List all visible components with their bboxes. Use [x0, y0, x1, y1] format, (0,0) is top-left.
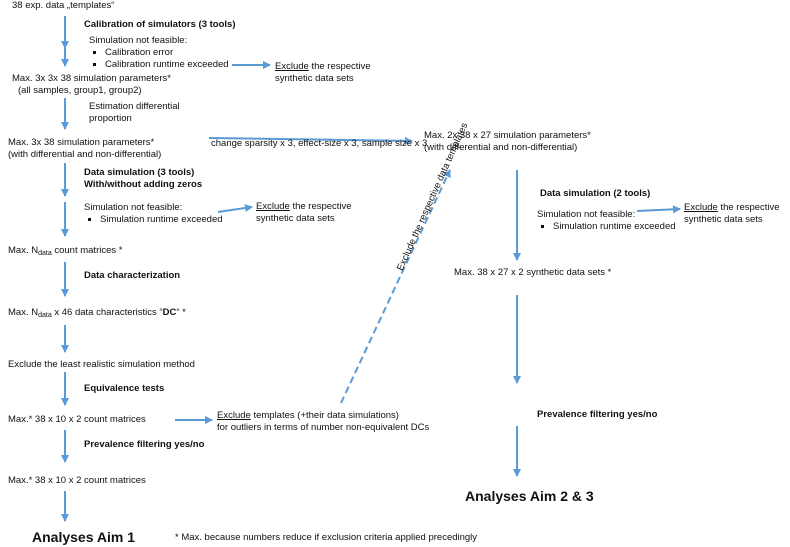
dc-post: “ *	[176, 307, 186, 318]
datasim-title: Data simulation (3 tools)	[84, 167, 195, 178]
exclude-word: Exclude	[217, 410, 251, 421]
list-item: Simulation runtime exceeded	[553, 221, 676, 233]
params-max-block: Max. 3x 3x 38 simulation parameters* (al…	[12, 73, 171, 97]
arrow-to-right-params	[208, 136, 413, 145]
params-diff-line1: Max. 3x 38 simulation parameters*	[8, 137, 155, 148]
calibration-title: Calibration of simulators (3 tools)	[84, 19, 236, 30]
exclude-rest: the respective	[308, 61, 371, 72]
exclude-rest: the respective	[289, 201, 352, 212]
change-params-label: change sparsity x 3, effect-size x 3, sa…	[211, 138, 428, 149]
dc-label: Max. Ndata x 46 data characteristics “DC…	[8, 307, 186, 319]
exclude-word: Exclude	[256, 201, 290, 212]
max-count-matrices-a: Max.* 38 x 10 x 2 count matrices	[8, 414, 146, 425]
exclude-word: Exclude	[275, 61, 309, 72]
params-max-line2: (all samples, group1, group2)	[18, 85, 142, 96]
count-sub: data	[38, 250, 52, 257]
synthetic-sets-label: synthetic data sets	[275, 73, 354, 84]
footnote: * Max. because numbers reduce if exclusi…	[175, 532, 478, 543]
exclude-word: Exclude	[684, 202, 718, 213]
datasim2-title: Data simulation (2 tools)	[540, 188, 651, 199]
templates-rest: templates (+their data simulations)	[250, 410, 399, 421]
synthetic-sets-label: synthetic data sets	[684, 214, 763, 225]
arrow-exclude-data-templates	[340, 169, 451, 404]
equiv-exclude-note: Exclude templates (+their data simulatio…	[217, 410, 429, 434]
count-pre: Max. N	[8, 245, 39, 256]
synthetic-sets-label: synthetic data sets	[256, 213, 335, 224]
params2-line2: (with differential and non-differential)	[424, 142, 578, 153]
datasim2-infeasible-list: Simulation runtime exceeded	[539, 221, 676, 233]
estimation-block: Estimation differential proportion	[89, 101, 180, 125]
list-item: Calibration error	[105, 47, 229, 59]
templates-label: 38 exp. data „templates“	[12, 0, 115, 11]
params-diff-line2: (with differential and non-differential)	[8, 149, 162, 160]
prevalence-filter-left: Prevalence filtering yes/no	[84, 439, 205, 450]
datasim-exclude-note: Exclude the respective synthetic data se…	[256, 201, 352, 225]
prevalence-filter-right: Prevalence filtering yes/no	[537, 409, 658, 420]
exclude-least-realistic: Exclude the least realistic simulation m…	[8, 359, 195, 370]
arrow-right-datasim-exclude	[636, 205, 681, 214]
list-item: Simulation runtime exceeded	[100, 214, 223, 226]
arrow-datasim-exclude	[217, 204, 253, 213]
analyses-aim1: Analyses Aim 1	[32, 529, 135, 545]
params2-line1: Max. 2x 38 x 27 simulation parameters*	[424, 130, 591, 141]
equivalence-tests: Equivalence tests	[84, 383, 165, 394]
analyses-aim23: Analyses Aim 2 & 3	[465, 488, 594, 504]
params-diff-block: Max. 3x 38 simulation parameters* (with …	[8, 137, 161, 161]
datasim2-infeasible-label: Simulation not feasible:	[537, 209, 636, 220]
estimation-line2: proportion	[89, 113, 132, 124]
datasim-title-block: Data simulation (3 tools) With/without a…	[84, 167, 202, 191]
params2-block: Max. 2x 38 x 27 simulation parameters* (…	[424, 130, 591, 154]
datasim-subtitle: With/without adding zeros	[84, 179, 203, 190]
calibration-infeasible-block: Simulation not feasible: Calibration err…	[89, 35, 229, 71]
datasim-infeasible-list: Simulation runtime exceeded	[86, 214, 223, 226]
datasim-infeasible-label: Simulation not feasible:	[84, 202, 183, 213]
datasim-infeasible-block: Simulation not feasible: Simulation runt…	[84, 202, 223, 226]
datasim2-infeasible-block: Simulation not feasible: Simulation runt…	[537, 209, 676, 233]
dc-bold: DC	[162, 307, 177, 318]
dc-mid: x 46 data characteristics “	[51, 307, 163, 318]
exclude-rest: the respective	[717, 202, 780, 213]
count-matrices-label: Max. Ndata count matrices *	[8, 245, 122, 257]
data-characterization: Data characterization	[84, 270, 181, 281]
calibration-infeasible-label: Simulation not feasible:	[89, 35, 188, 46]
list-item: Calibration runtime exceeded	[105, 59, 229, 71]
params-max-line1: Max. 3x 3x 38 simulation parameters*	[12, 73, 171, 84]
right-exclude-note: Exclude the respective synthetic data se…	[684, 202, 780, 226]
outliers-label: for outliers in terms of number non-equi…	[217, 422, 430, 433]
dc-pre: Max. N	[8, 307, 39, 318]
calibration-infeasible-list: Calibration error Calibration runtime ex…	[91, 47, 229, 71]
count-post: count matrices *	[51, 245, 123, 256]
dc-sub: data	[38, 312, 52, 319]
max-count-matrices-b: Max.* 38 x 10 x 2 count matrices	[8, 475, 146, 486]
synthetic-max-label: Max. 38 x 27 x 2 synthetic data sets *	[454, 267, 612, 278]
calibration-exclude-note: Exclude the respective synthetic data se…	[275, 61, 371, 85]
estimation-line1: Estimation differential	[89, 101, 180, 112]
